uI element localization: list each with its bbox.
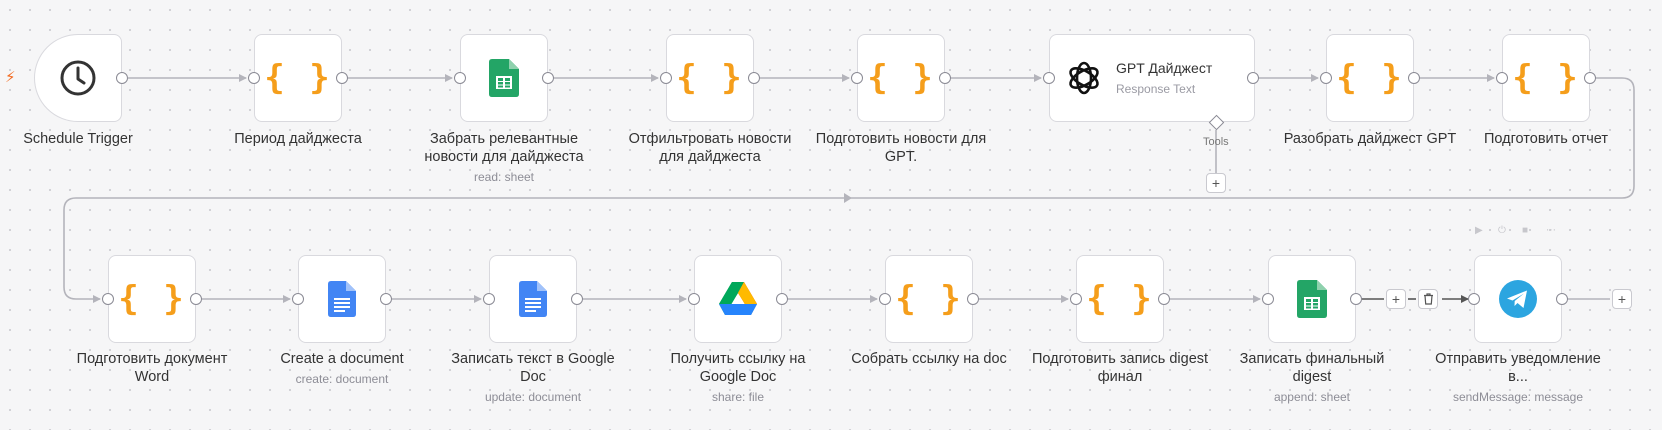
node-subtitle: append: sheet [1273, 390, 1351, 404]
node-title: GPT Дайджест [1116, 60, 1213, 76]
google-sheets-icon [489, 59, 519, 97]
write-final-sheets-node[interactable] [1268, 255, 1356, 343]
node-label: Период дайджеста [234, 131, 362, 147]
output-handle[interactable] [748, 72, 760, 84]
input-handle[interactable] [660, 72, 672, 84]
google-drive-icon [719, 282, 757, 315]
output-handle[interactable] [571, 293, 583, 305]
output-handle[interactable] [1584, 72, 1596, 84]
node-subtitle: sendMessage: message [1452, 390, 1584, 404]
output-handle[interactable] [776, 293, 788, 305]
node-label: Подготовить документ Word [76, 351, 228, 385]
output-handle[interactable] [336, 72, 348, 84]
clock-icon [60, 60, 96, 96]
get-link-drive-node[interactable] [694, 255, 782, 343]
node-label: Забрать релевантные новости для дайджест… [424, 131, 584, 165]
period-code-node[interactable]: { } [254, 34, 342, 122]
code-braces-icon: { } [676, 58, 744, 98]
code-braces-icon: { } [895, 279, 963, 319]
input-handle[interactable] [248, 72, 260, 84]
telegram-icon [1499, 280, 1537, 318]
send-telegram-node[interactable] [1474, 255, 1562, 343]
output-handle[interactable] [1247, 72, 1259, 84]
trigger-bolt-icon: ⚡ [5, 69, 16, 86]
input-handle[interactable] [851, 72, 863, 84]
node-label: Подготовить новости для GPT. [815, 131, 987, 165]
delete-connection-button[interactable] [1418, 289, 1438, 309]
input-handle[interactable] [483, 293, 495, 305]
input-handle[interactable] [102, 293, 114, 305]
code-braces-icon: { } [867, 58, 935, 98]
fetch-news-sheets-node[interactable] [460, 34, 548, 122]
output-handle[interactable] [1408, 72, 1420, 84]
input-handle[interactable] [879, 293, 891, 305]
code-braces-icon: { } [1336, 58, 1404, 98]
gpt-digest-node[interactable]: GPT Дайджест Response Text [1049, 34, 1255, 122]
more-icon[interactable]: ⋯ [1546, 225, 1556, 236]
power-icon[interactable]: ⏻ [1498, 225, 1506, 236]
schedule-trigger-node[interactable] [34, 34, 122, 122]
code-braces-icon: { } [118, 279, 186, 319]
parse-digest-code-node[interactable]: { } [1326, 34, 1414, 122]
input-handle[interactable] [1262, 293, 1274, 305]
output-handle[interactable] [1556, 293, 1568, 305]
insert-node-button[interactable]: + [1386, 289, 1406, 309]
input-handle[interactable] [1070, 293, 1082, 305]
code-braces-icon: { } [1086, 279, 1154, 319]
output-handle[interactable] [967, 293, 979, 305]
output-handle[interactable] [380, 293, 392, 305]
prepare-record-code-node[interactable]: { } [1076, 255, 1164, 343]
prepare-word-code-node[interactable]: { } [108, 255, 196, 343]
google-sheets-icon [1297, 280, 1327, 318]
google-docs-icon [328, 281, 356, 317]
openai-icon [1069, 61, 1099, 95]
node-subtitle: update: document [484, 390, 582, 404]
output-handle[interactable] [190, 293, 202, 305]
input-handle[interactable] [454, 72, 466, 84]
add-tool-button[interactable]: + [1206, 173, 1226, 193]
node-label: Подготовить отчет [1483, 131, 1609, 147]
node-subtitle: Response Text [1116, 82, 1196, 96]
output-handle[interactable] [1158, 293, 1170, 305]
add-next-node-button[interactable]: + [1612, 289, 1632, 309]
node-label: Разобрать дайджест GPT [1283, 131, 1457, 147]
node-label: Schedule Trigger [23, 131, 133, 147]
prepare-report-code-node[interactable]: { } [1502, 34, 1590, 122]
node-label: Получить ссылку на Google Doc [670, 351, 806, 385]
loop-direction-arrow [844, 193, 852, 203]
node-subtitle: create: document [295, 372, 389, 386]
node-subtitle: share: file [711, 390, 765, 404]
node-label: Отфильтровать новости для дайджеста [628, 131, 792, 165]
create-document-node[interactable] [298, 255, 386, 343]
filter-news-code-node[interactable]: { } [666, 34, 754, 122]
prepare-gpt-code-node[interactable]: { } [857, 34, 945, 122]
play-icon[interactable]: ▶ [1475, 225, 1483, 236]
output-handle[interactable] [939, 72, 951, 84]
code-braces-icon: { } [1512, 58, 1580, 98]
node-label: Собрать ссылку на doc [851, 351, 1007, 367]
input-handle[interactable] [1468, 293, 1480, 305]
node-label: Записать финальный digest [1239, 351, 1385, 385]
output-handle[interactable] [542, 72, 554, 84]
google-docs-icon [519, 281, 547, 317]
output-handle[interactable] [1350, 293, 1362, 305]
node-label: Create a document [280, 351, 404, 367]
write-text-doc-node[interactable] [489, 255, 577, 343]
input-handle[interactable] [1043, 72, 1055, 84]
input-handle[interactable] [688, 293, 700, 305]
trash-icon[interactable]: ■ [1522, 225, 1529, 236]
input-handle[interactable] [292, 293, 304, 305]
node-label: Отправить уведомление в... [1435, 351, 1601, 385]
node-label: Записать текст в Google Doc [451, 351, 615, 385]
node-subtitle: read: sheet [473, 170, 535, 184]
code-braces-icon: { } [264, 58, 332, 98]
input-handle[interactable] [1496, 72, 1508, 84]
node-label: Подготовить запись digest финал [1031, 351, 1209, 385]
input-handle[interactable] [1320, 72, 1332, 84]
trash-icon [1423, 293, 1433, 305]
tools-label: Tools [1203, 136, 1229, 148]
output-handle[interactable] [116, 72, 128, 84]
collect-link-code-node[interactable]: { } [885, 255, 973, 343]
